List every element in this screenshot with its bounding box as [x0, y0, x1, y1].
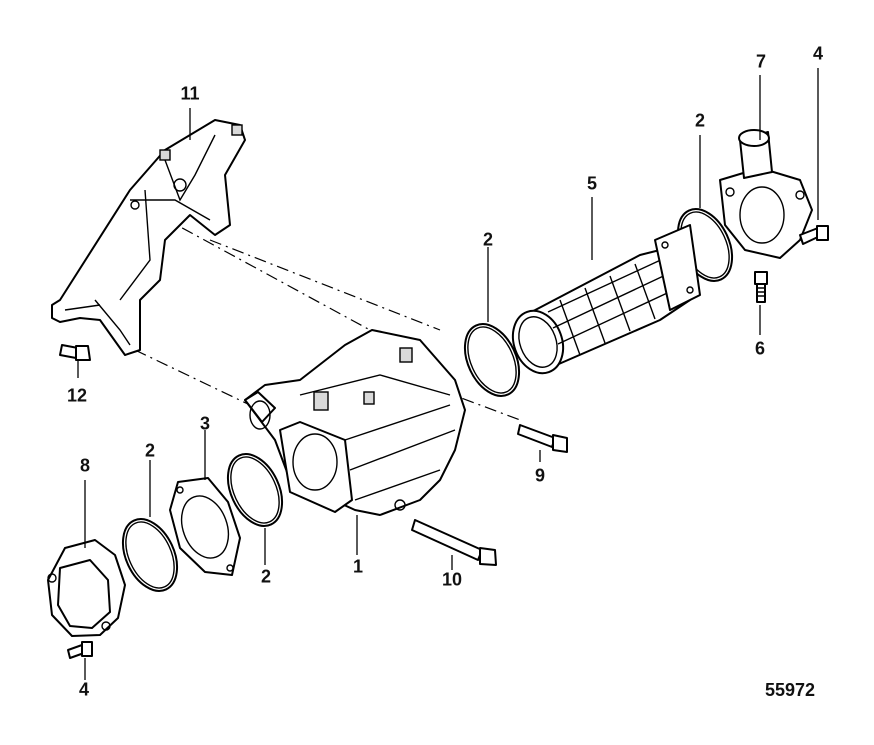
callout-4-top: 4 [812, 43, 824, 64]
callout-2-left: 2 [144, 440, 156, 461]
end-cover [47, 539, 126, 637]
callout-2-middle: 2 [482, 229, 494, 250]
callout-9: 9 [534, 465, 546, 486]
bolt-4-bottom [67, 641, 93, 659]
callout-6: 6 [754, 338, 766, 359]
alignment-lines [134, 204, 521, 421]
bolt-12 [59, 344, 91, 361]
tube-bundle [511, 224, 701, 375]
gasket-3 [169, 477, 241, 576]
callout-1: 1 [352, 556, 364, 577]
callout-4-bottom: 4 [78, 679, 90, 700]
o-rings [121, 208, 734, 592]
callout-3: 3 [199, 413, 211, 434]
callout-8: 8 [79, 455, 91, 476]
callout-12: 12 [66, 385, 88, 406]
bolt-4-top [799, 225, 829, 245]
callout-7: 7 [755, 51, 767, 72]
heat-exchanger-body [244, 329, 466, 516]
bolt-9 [517, 424, 568, 453]
callout-2-right: 2 [694, 110, 706, 131]
mounting-bracket [51, 119, 246, 356]
callout-11: 11 [180, 83, 200, 104]
end-cap-outlet [719, 129, 813, 259]
long-bolt-10 [411, 519, 497, 566]
callout-5: 5 [586, 173, 598, 194]
figure-number: 55972 [765, 680, 816, 700]
anode-plug [754, 271, 768, 303]
callout-2-bottom: 2 [260, 566, 272, 587]
callout-10: 10 [441, 569, 463, 590]
leader-lines [77, 68, 819, 680]
